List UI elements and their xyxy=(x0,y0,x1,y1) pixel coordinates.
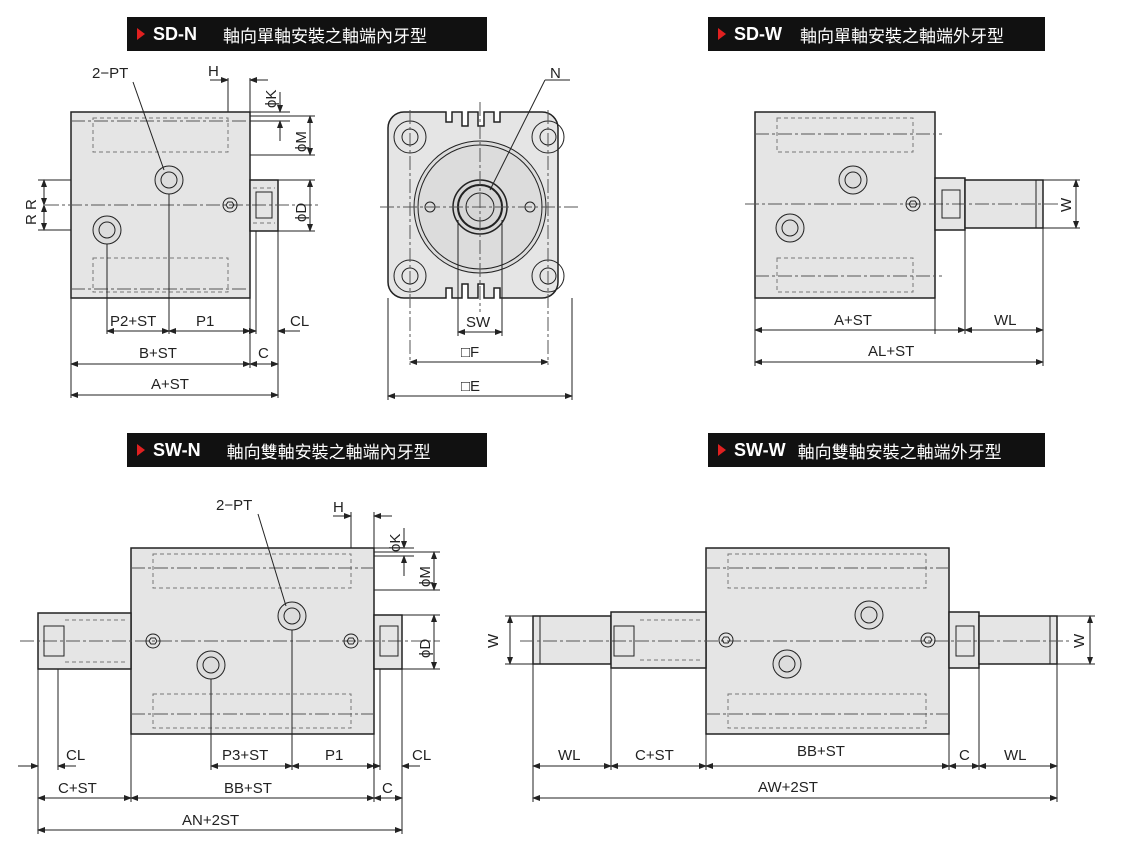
sd-n-side-view xyxy=(38,77,318,398)
label-an-2st: AN+2ST xyxy=(182,812,239,829)
label-aw-2st: AW+2ST xyxy=(758,779,818,796)
label-wl: WL xyxy=(1004,747,1027,764)
label-cl: CL xyxy=(290,313,309,330)
label-cl: CL xyxy=(66,747,85,764)
header-code: SD-N xyxy=(153,23,197,44)
header-sd-n: SD-N 軸向單軸安裝之軸端內牙型 xyxy=(127,17,487,51)
label-square-e: □E xyxy=(461,378,480,395)
label-a-st: A+ST xyxy=(151,376,189,393)
label-c: C xyxy=(959,747,970,764)
red-triangle-icon xyxy=(718,28,726,40)
label-2-pt: 2−PT xyxy=(216,497,252,514)
label-bb-st: BB+ST xyxy=(797,743,845,760)
sw-n-side-view xyxy=(18,512,440,834)
label-phi-m: ϕM xyxy=(417,566,434,587)
label-w: W xyxy=(1071,633,1088,648)
label-c: C xyxy=(382,780,393,797)
header-sd-w: SD-W 軸向單軸安裝之軸端外牙型 xyxy=(708,17,1045,51)
header-code: SW-N xyxy=(153,439,201,460)
header-desc: 軸向單軸安裝之軸端內牙型 xyxy=(223,26,427,46)
label-phi-k: ϕK xyxy=(263,90,280,108)
red-triangle-icon xyxy=(137,444,145,456)
header-code: SD-W xyxy=(734,23,782,44)
sd-n-front-view xyxy=(380,79,580,400)
header-desc: 軸向雙軸安裝之軸端外牙型 xyxy=(797,442,1002,462)
header-sw-w: SW-W 軸向雙軸安裝之軸端外牙型 xyxy=(708,433,1045,467)
label-al-st: AL+ST xyxy=(868,343,914,360)
label-cl: CL xyxy=(412,747,431,764)
red-triangle-icon xyxy=(137,28,145,40)
label-phi-d: ϕD xyxy=(417,639,434,658)
label-r-r: R R xyxy=(23,199,40,225)
red-triangle-icon xyxy=(718,444,726,456)
label-phi-m: ϕM xyxy=(293,131,310,152)
label-phi-k: ϕK xyxy=(387,534,404,552)
label-wl: WL xyxy=(994,312,1017,329)
label-w: W xyxy=(1058,197,1075,212)
header-code: SW-W xyxy=(734,439,786,460)
label-c-st: C+ST xyxy=(58,780,97,797)
label-c-st: C+ST xyxy=(635,747,674,764)
label-h: H xyxy=(333,499,344,516)
label-bb-st: BB+ST xyxy=(224,780,272,797)
label-p2-st: P2+ST xyxy=(110,313,156,330)
header-desc: 軸向雙軸安裝之軸端內牙型 xyxy=(226,442,431,462)
label-b-st: B+ST xyxy=(139,345,177,362)
header-desc: 軸向單軸安裝之軸端外牙型 xyxy=(800,26,1004,46)
label-p1: P1 xyxy=(325,747,343,764)
label-wl: WL xyxy=(558,747,581,764)
label-n: N xyxy=(550,65,561,82)
header-sw-n: SW-N 軸向雙軸安裝之軸端內牙型 xyxy=(127,433,487,467)
sd-w-side-view xyxy=(745,111,1080,366)
label-p3-st: P3+ST xyxy=(222,747,268,764)
label-2-pt: 2−PT xyxy=(92,65,128,82)
label-h: H xyxy=(208,63,219,80)
dimension-labels: 2−PT H ϕK ϕM ϕD R R P2+ST P1 CL B+ST C A… xyxy=(23,63,1088,829)
label-sw: SW xyxy=(466,314,491,331)
label-c: C xyxy=(258,345,269,362)
label-phi-d: ϕD xyxy=(293,203,310,222)
label-a-st: A+ST xyxy=(834,312,872,329)
sw-w-side-view xyxy=(505,547,1095,802)
label-square-f: □F xyxy=(461,344,479,361)
label-w: W xyxy=(485,633,502,648)
label-p1: P1 xyxy=(196,313,214,330)
